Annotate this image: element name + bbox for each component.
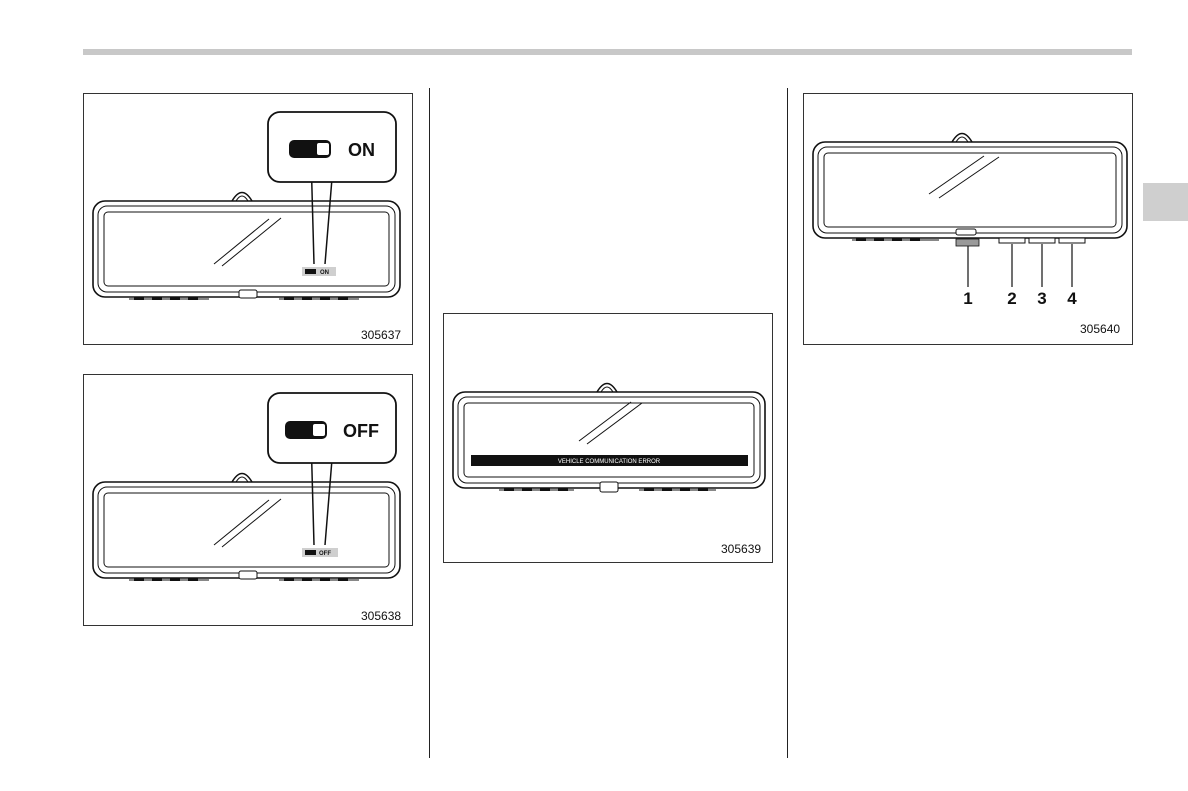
figure-mirror-buttons: 1 2 3 4 305640 [803,93,1133,345]
button-label-1: 1 [963,289,972,308]
figure-number: 305639 [721,542,761,556]
mirror-off-illustration: OFF OFF [84,375,413,626]
callout-label: ON [348,140,375,160]
error-banner-text: VEHICLE COMMUNICATION ERROR [558,459,661,465]
figure-number: 305638 [361,609,401,623]
figure-mirror-error: VEHICLE COMMUNICATION ERROR 305639 [443,313,773,563]
screen-badge-text: ON [320,270,329,276]
section-thumb-tab [1143,183,1188,221]
figure-mirror-off: OFF OFF 305638 [83,374,413,626]
header-rule [83,49,1132,55]
button-label-2: 2 [1007,289,1016,308]
screen-badge-text: OFF [319,551,331,557]
callout-label: OFF [343,421,379,441]
button-label-4: 4 [1067,289,1077,308]
button-label-3: 3 [1037,289,1046,308]
figure-number: 305637 [361,328,401,342]
column-divider-left [429,88,430,758]
mirror-error-illustration: VEHICLE COMMUNICATION ERROR [444,314,773,563]
figure-number: 305640 [1080,322,1120,336]
figure-mirror-on: ON ON 305637 [83,93,413,345]
mirror-buttons-illustration: 1 2 3 4 [804,94,1133,345]
mirror-on-illustration: ON ON [84,94,413,345]
column-divider-right [787,88,788,758]
